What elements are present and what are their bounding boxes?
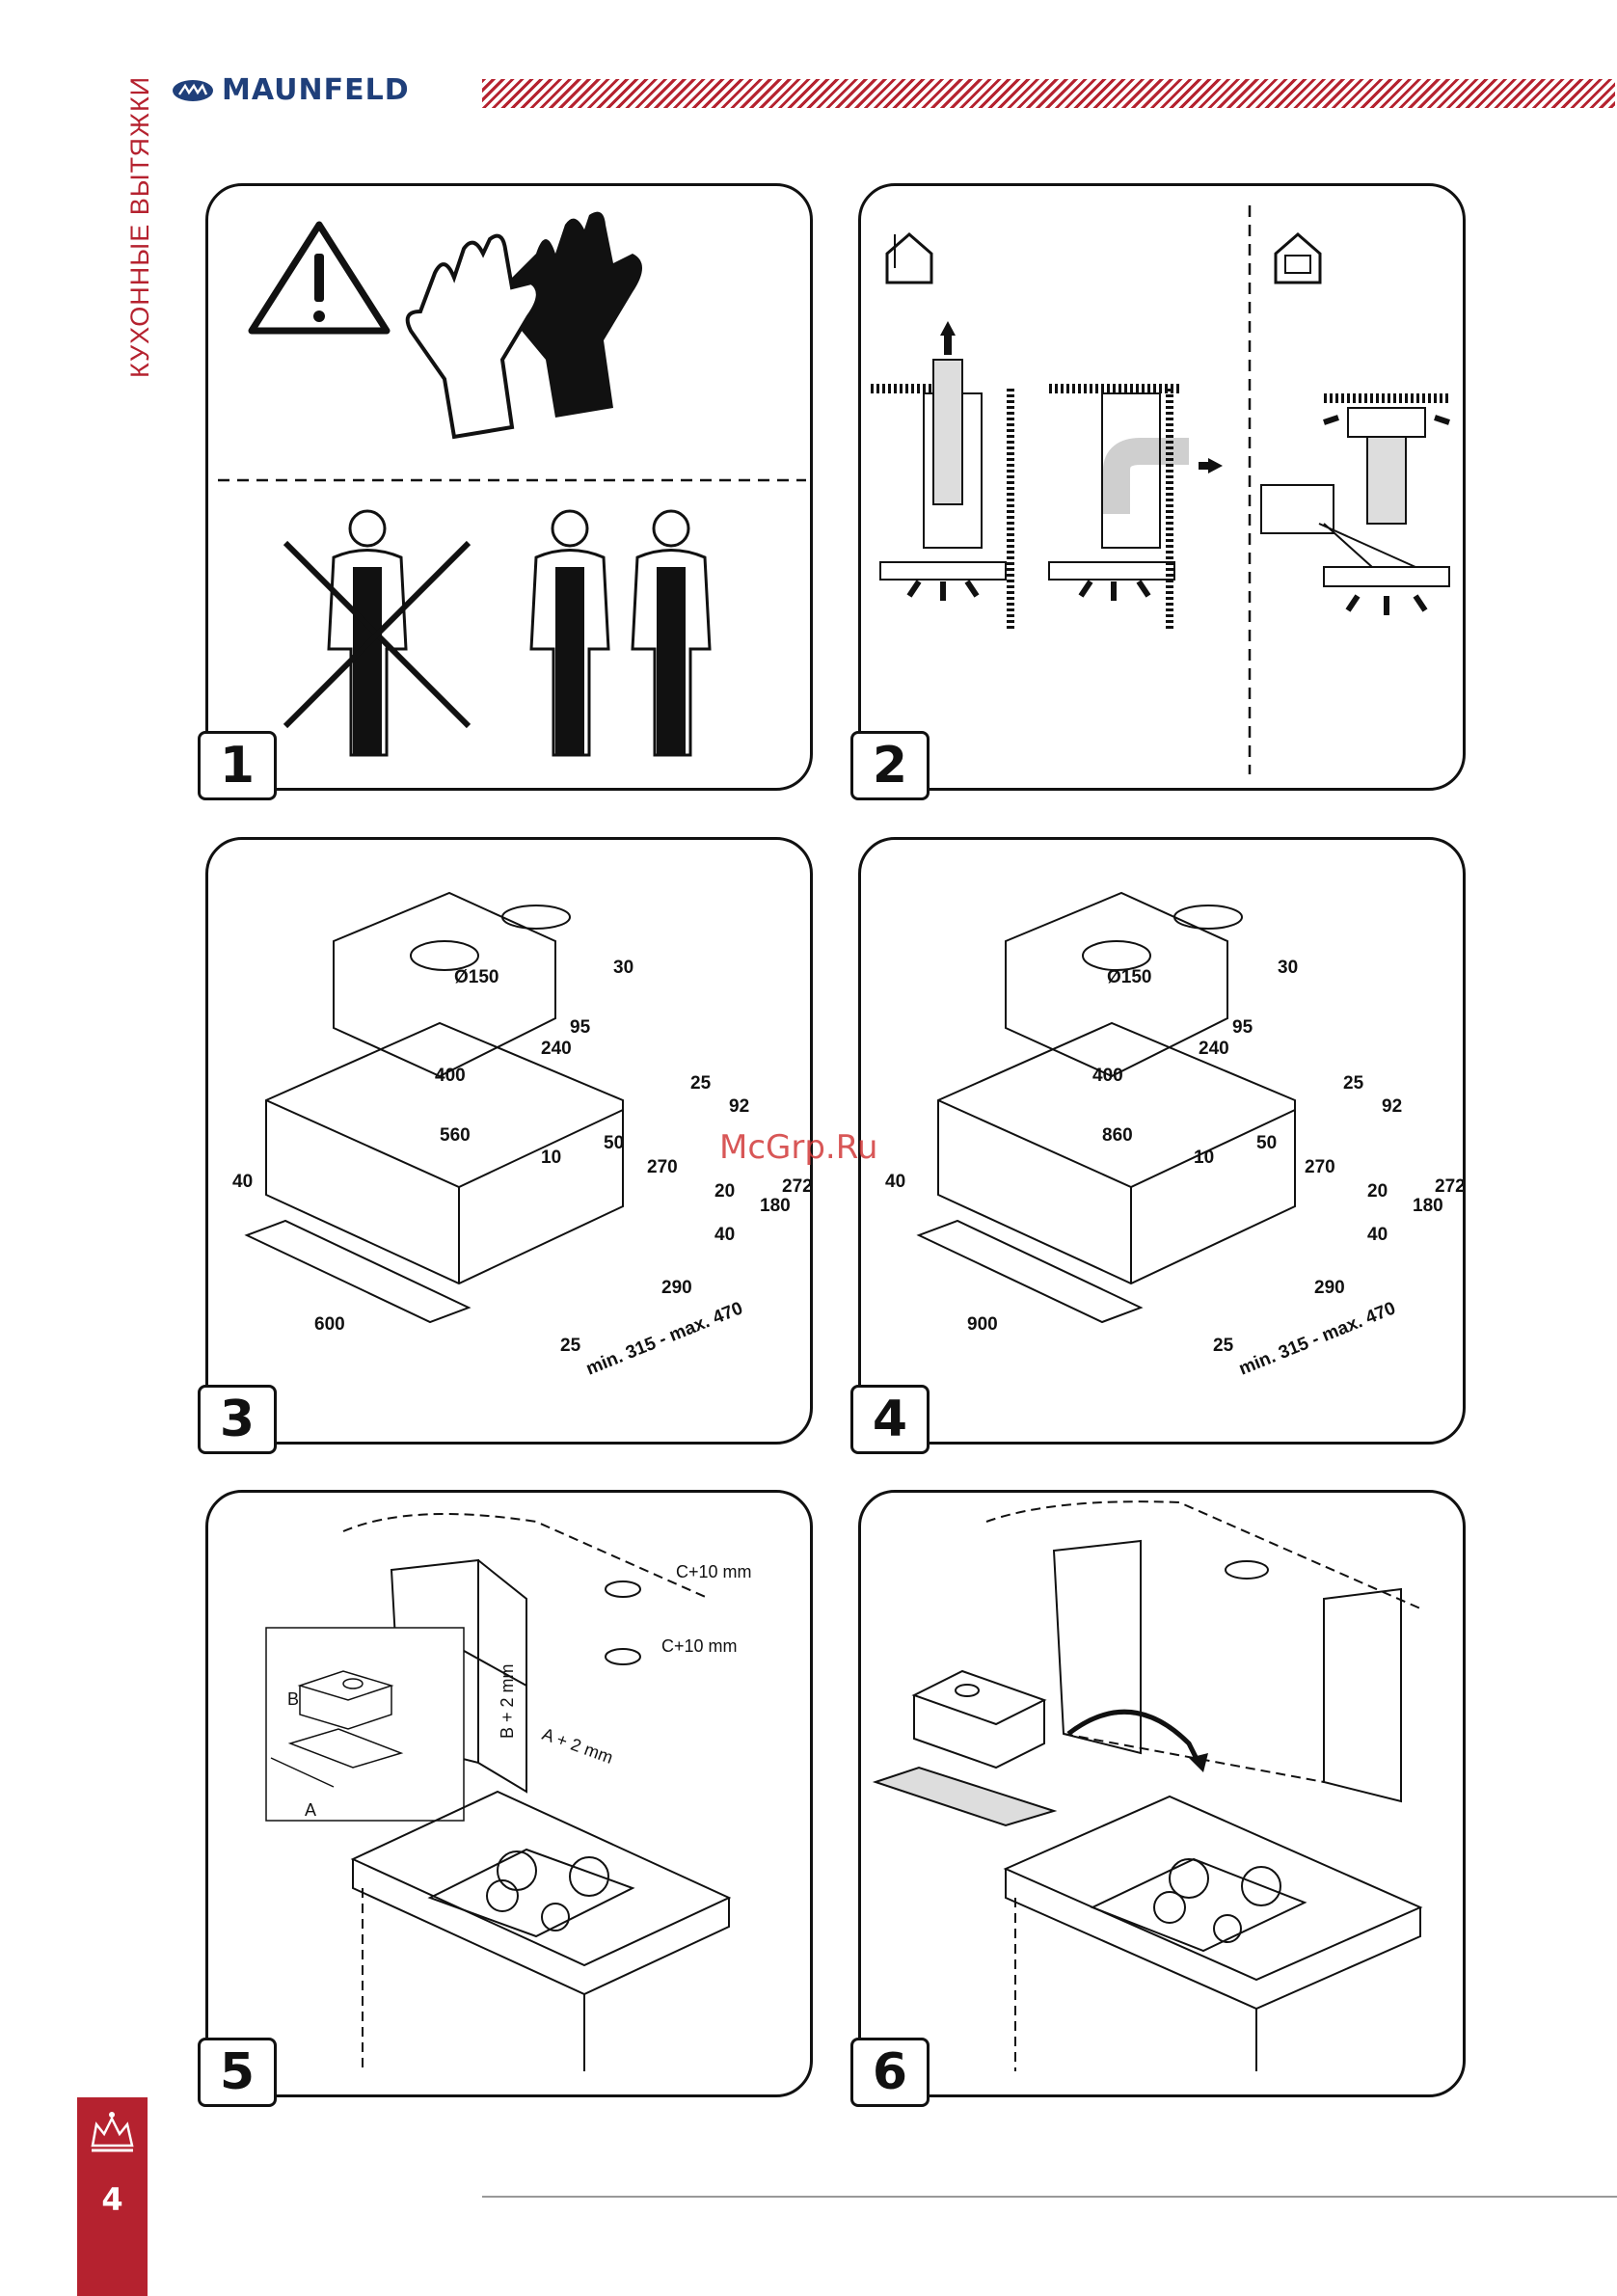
dim-width: 560 <box>440 1125 471 1146</box>
panel-5: C+10 mm C+10 mm B + 2 mm A + 2 mm B A <box>205 1490 813 2097</box>
dim-25-bottom: 25 <box>1213 1336 1234 1356</box>
dim-collar-height: 30 <box>613 958 633 978</box>
section-title: КУХОННЫЕ ВЫТЯЖКИ <box>93 89 131 378</box>
watermark: McGrp.Ru <box>719 1128 877 1167</box>
house-ducted-icon <box>887 234 931 283</box>
label-a: A <box>305 1800 316 1820</box>
dim-270: 270 <box>1305 1157 1335 1177</box>
dim-40-left: 40 <box>232 1172 253 1192</box>
dim-width: 860 <box>1102 1125 1133 1146</box>
panel-5-installation-drawing: C+10 mm C+10 mm B + 2 mm A + 2 mm B A <box>208 1493 816 2100</box>
panel-1-illustration <box>208 186 816 794</box>
dim-400: 400 <box>1092 1066 1123 1086</box>
dim-270: 270 <box>647 1157 678 1177</box>
dim-20: 20 <box>714 1181 735 1202</box>
dim-272: 272 <box>1435 1176 1466 1197</box>
section-title-text: КУХОННЫЕ ВЫТЯЖКИ <box>125 76 155 378</box>
brand-name: MAUNFELD <box>222 73 410 107</box>
cooktop <box>1006 1796 1420 2071</box>
panel-5-number: 5 <box>198 2038 277 2107</box>
dim-290: 290 <box>661 1278 692 1298</box>
panel-4: Ø150 30 95 240 400 25 92 860 10 50 270 4… <box>858 837 1466 1445</box>
label-c-bottom: C+10 mm <box>661 1636 738 1656</box>
hood-unit <box>876 1671 1054 1825</box>
dim-20: 20 <box>1367 1181 1388 1202</box>
single-person-crossed-icon <box>285 511 469 755</box>
label-a-plus: A + 2 mm <box>540 1724 616 1768</box>
dim-depth-range: min. 315 - max. 470 <box>1236 1298 1398 1379</box>
ducted-horizontal-diagram <box>1049 389 1223 630</box>
dim-40-right: 40 <box>1367 1225 1388 1245</box>
dim-25-top: 25 <box>690 1073 712 1094</box>
dim-95: 95 <box>1232 1017 1253 1038</box>
panel-6 <box>858 1490 1466 2097</box>
two-persons-icon <box>531 511 710 755</box>
dim-front-width: 900 <box>967 1314 998 1335</box>
dim-240: 240 <box>1199 1039 1229 1059</box>
dim-240: 240 <box>541 1039 572 1059</box>
inset-box <box>266 1628 464 1821</box>
dim-92: 92 <box>729 1096 749 1117</box>
warning-icon <box>252 225 387 331</box>
panel-4-number: 4 <box>850 1385 930 1454</box>
cooktop <box>353 1792 729 2071</box>
brand-logo: MAUNFELD <box>172 73 410 107</box>
dim-400: 400 <box>435 1066 466 1086</box>
dim-50: 50 <box>604 1133 624 1153</box>
panel-2-illustration <box>861 186 1469 794</box>
label-b-plus: B + 2 mm <box>498 1663 517 1739</box>
dim-duct: Ø150 <box>454 967 499 987</box>
dim-front-width: 600 <box>314 1314 345 1335</box>
dim-95: 95 <box>570 1017 591 1038</box>
dim-25-top: 25 <box>1343 1073 1364 1094</box>
dim-180: 180 <box>760 1196 791 1216</box>
recirculation-diagram <box>1261 398 1449 615</box>
dim-272: 272 <box>782 1176 813 1197</box>
dim-10: 10 <box>541 1148 561 1168</box>
brand-mark-icon <box>172 79 214 102</box>
dim-180: 180 <box>1413 1196 1443 1216</box>
panel-3-number: 3 <box>198 1385 277 1454</box>
dim-depth-range: min. 315 - max. 470 <box>583 1298 745 1379</box>
panel-2 <box>858 183 1466 791</box>
gloves-icon <box>408 212 642 437</box>
label-c-top: C+10 mm <box>676 1562 752 1581</box>
dim-40-right: 40 <box>714 1225 735 1245</box>
label-b: B <box>287 1689 299 1709</box>
house-recirculation-icon <box>1276 234 1320 283</box>
header-stripes <box>482 79 1615 108</box>
panel-2-number: 2 <box>850 731 930 800</box>
dim-collar-height: 30 <box>1278 958 1298 978</box>
dim-duct: Ø150 <box>1107 967 1151 987</box>
panel-6-installation-drawing <box>861 1493 1469 2100</box>
panel-6-number: 6 <box>850 2038 930 2107</box>
panel-1-number: 1 <box>198 731 277 800</box>
dim-50: 50 <box>1256 1133 1277 1153</box>
panel-4-dimension-drawing: Ø150 30 95 240 400 25 92 860 10 50 270 4… <box>861 840 1469 1447</box>
page-number: 4 <box>77 2181 148 2218</box>
crown-icon <box>77 2097 148 2165</box>
dim-40-left: 40 <box>885 1172 905 1192</box>
ducted-vertical-diagram <box>871 321 1011 630</box>
panel-1 <box>205 183 813 791</box>
footer-rule <box>482 2196 1617 2198</box>
dim-10: 10 <box>1194 1148 1214 1168</box>
dim-25-bottom: 25 <box>560 1336 581 1356</box>
dim-290: 290 <box>1314 1278 1345 1298</box>
dim-92: 92 <box>1382 1096 1402 1117</box>
